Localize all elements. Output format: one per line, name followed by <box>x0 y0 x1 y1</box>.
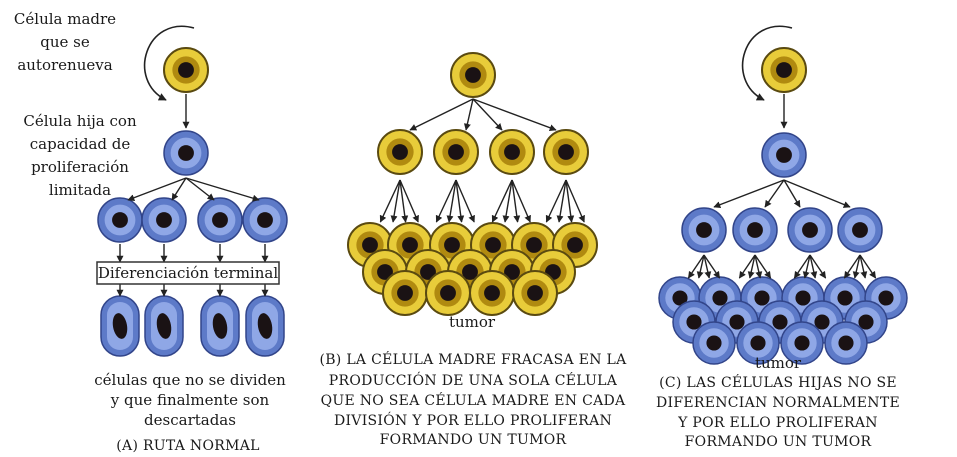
tumor-cell-c <box>825 322 867 364</box>
caption-c-line-4: FORMANDO UN TUMOR <box>685 434 872 450</box>
self-renew-label-line-3: autorenueva <box>17 56 112 74</box>
caption-c-line-1: (C) LAS CÉLULAS HIJAS NO SE <box>659 373 897 391</box>
daughter-cell-c <box>762 133 806 177</box>
daughter-label-line-4: limitada <box>49 181 111 199</box>
stem-cell-a <box>164 48 208 92</box>
arrow <box>466 99 473 130</box>
stem-cell-b-row <box>378 130 422 174</box>
caption-b-line-4: DIVISIÓN Y POR ELLO PROLIFERAN <box>334 411 612 429</box>
caption-b-line-3: QUE NO SEA CÉLULA MADRE EN CADA <box>321 391 626 409</box>
bottom-label-line-3: descartadas <box>144 411 236 429</box>
arrow <box>186 178 259 200</box>
arrow <box>784 180 800 207</box>
tumor-cell-c <box>693 322 735 364</box>
progenitor-cell-a <box>142 198 186 242</box>
terminal-cell-a <box>145 296 183 356</box>
caption-b-line-5: FORMANDO UN TUMOR <box>380 432 567 448</box>
arrow <box>410 99 473 130</box>
stem-cell-b-row <box>490 130 534 174</box>
panel-b: tumor (B) LA CÉLULA MADRE FRACASA EN LA … <box>319 313 627 448</box>
daughter-cell-a <box>164 131 208 175</box>
terminal-cell-a <box>246 296 284 356</box>
arrow <box>128 178 186 200</box>
progenitor-cell-c <box>733 208 777 252</box>
arrow <box>473 99 502 130</box>
caption-b-line-2: PRODUCCIÓN DE UNA SOLA CÉLULA <box>329 371 618 389</box>
caption-a: (A) RUTA NORMAL <box>116 438 259 454</box>
daughter-label-line-2: capacidad de <box>30 135 131 153</box>
stem-cell-b-row <box>434 130 478 174</box>
self-renew-label-line-2: que se <box>40 33 90 51</box>
progenitor-cell-c <box>838 208 882 252</box>
progenitor-cell-a <box>198 198 242 242</box>
daughter-label-line-1: Célula hija con <box>23 112 137 130</box>
progenitor-cell-a <box>98 198 142 242</box>
progenitor-cell-c <box>682 208 726 252</box>
terminal-cell-a <box>101 296 139 356</box>
stem-cell-c <box>762 48 806 92</box>
caption-c-line-3: Y POR ELLO PROLIFERAN <box>677 415 878 431</box>
tumor-cell-b <box>470 271 514 315</box>
terminal-differentiation-label: Diferenciación terminal <box>98 264 278 282</box>
self-renew-label-line-1: Célula madre <box>14 10 116 28</box>
progenitor-cell-c <box>788 208 832 252</box>
caption-c-line-2: DIFERENCIAN NORMALMENTE <box>656 395 900 411</box>
tumor-label-b: tumor <box>449 313 496 331</box>
panel-c: tumor (C) LAS CÉLULAS HIJAS NO SE DIFERE… <box>656 354 900 450</box>
arrow <box>784 180 850 207</box>
daughter-label-line-3: proliferación <box>31 158 129 176</box>
tumor-cell-b <box>426 271 470 315</box>
bottom-label-line-2: y que finalmente son <box>110 391 270 409</box>
bottom-label-line-1: células que no se dividen <box>94 371 286 389</box>
arrow <box>714 180 784 207</box>
arrow <box>186 178 214 200</box>
tumor-cell-b <box>383 271 427 315</box>
tumor-cell-b <box>513 271 557 315</box>
progenitor-cell-a <box>243 198 287 242</box>
terminal-cell-a <box>201 296 239 356</box>
arrow <box>473 99 556 130</box>
tumor-label-c: tumor <box>755 354 802 372</box>
stem-cell-b <box>451 53 495 97</box>
stem-cell-b-row <box>544 130 588 174</box>
caption-b-line-1: (B) LA CÉLULA MADRE FRACASA EN LA <box>319 350 627 368</box>
